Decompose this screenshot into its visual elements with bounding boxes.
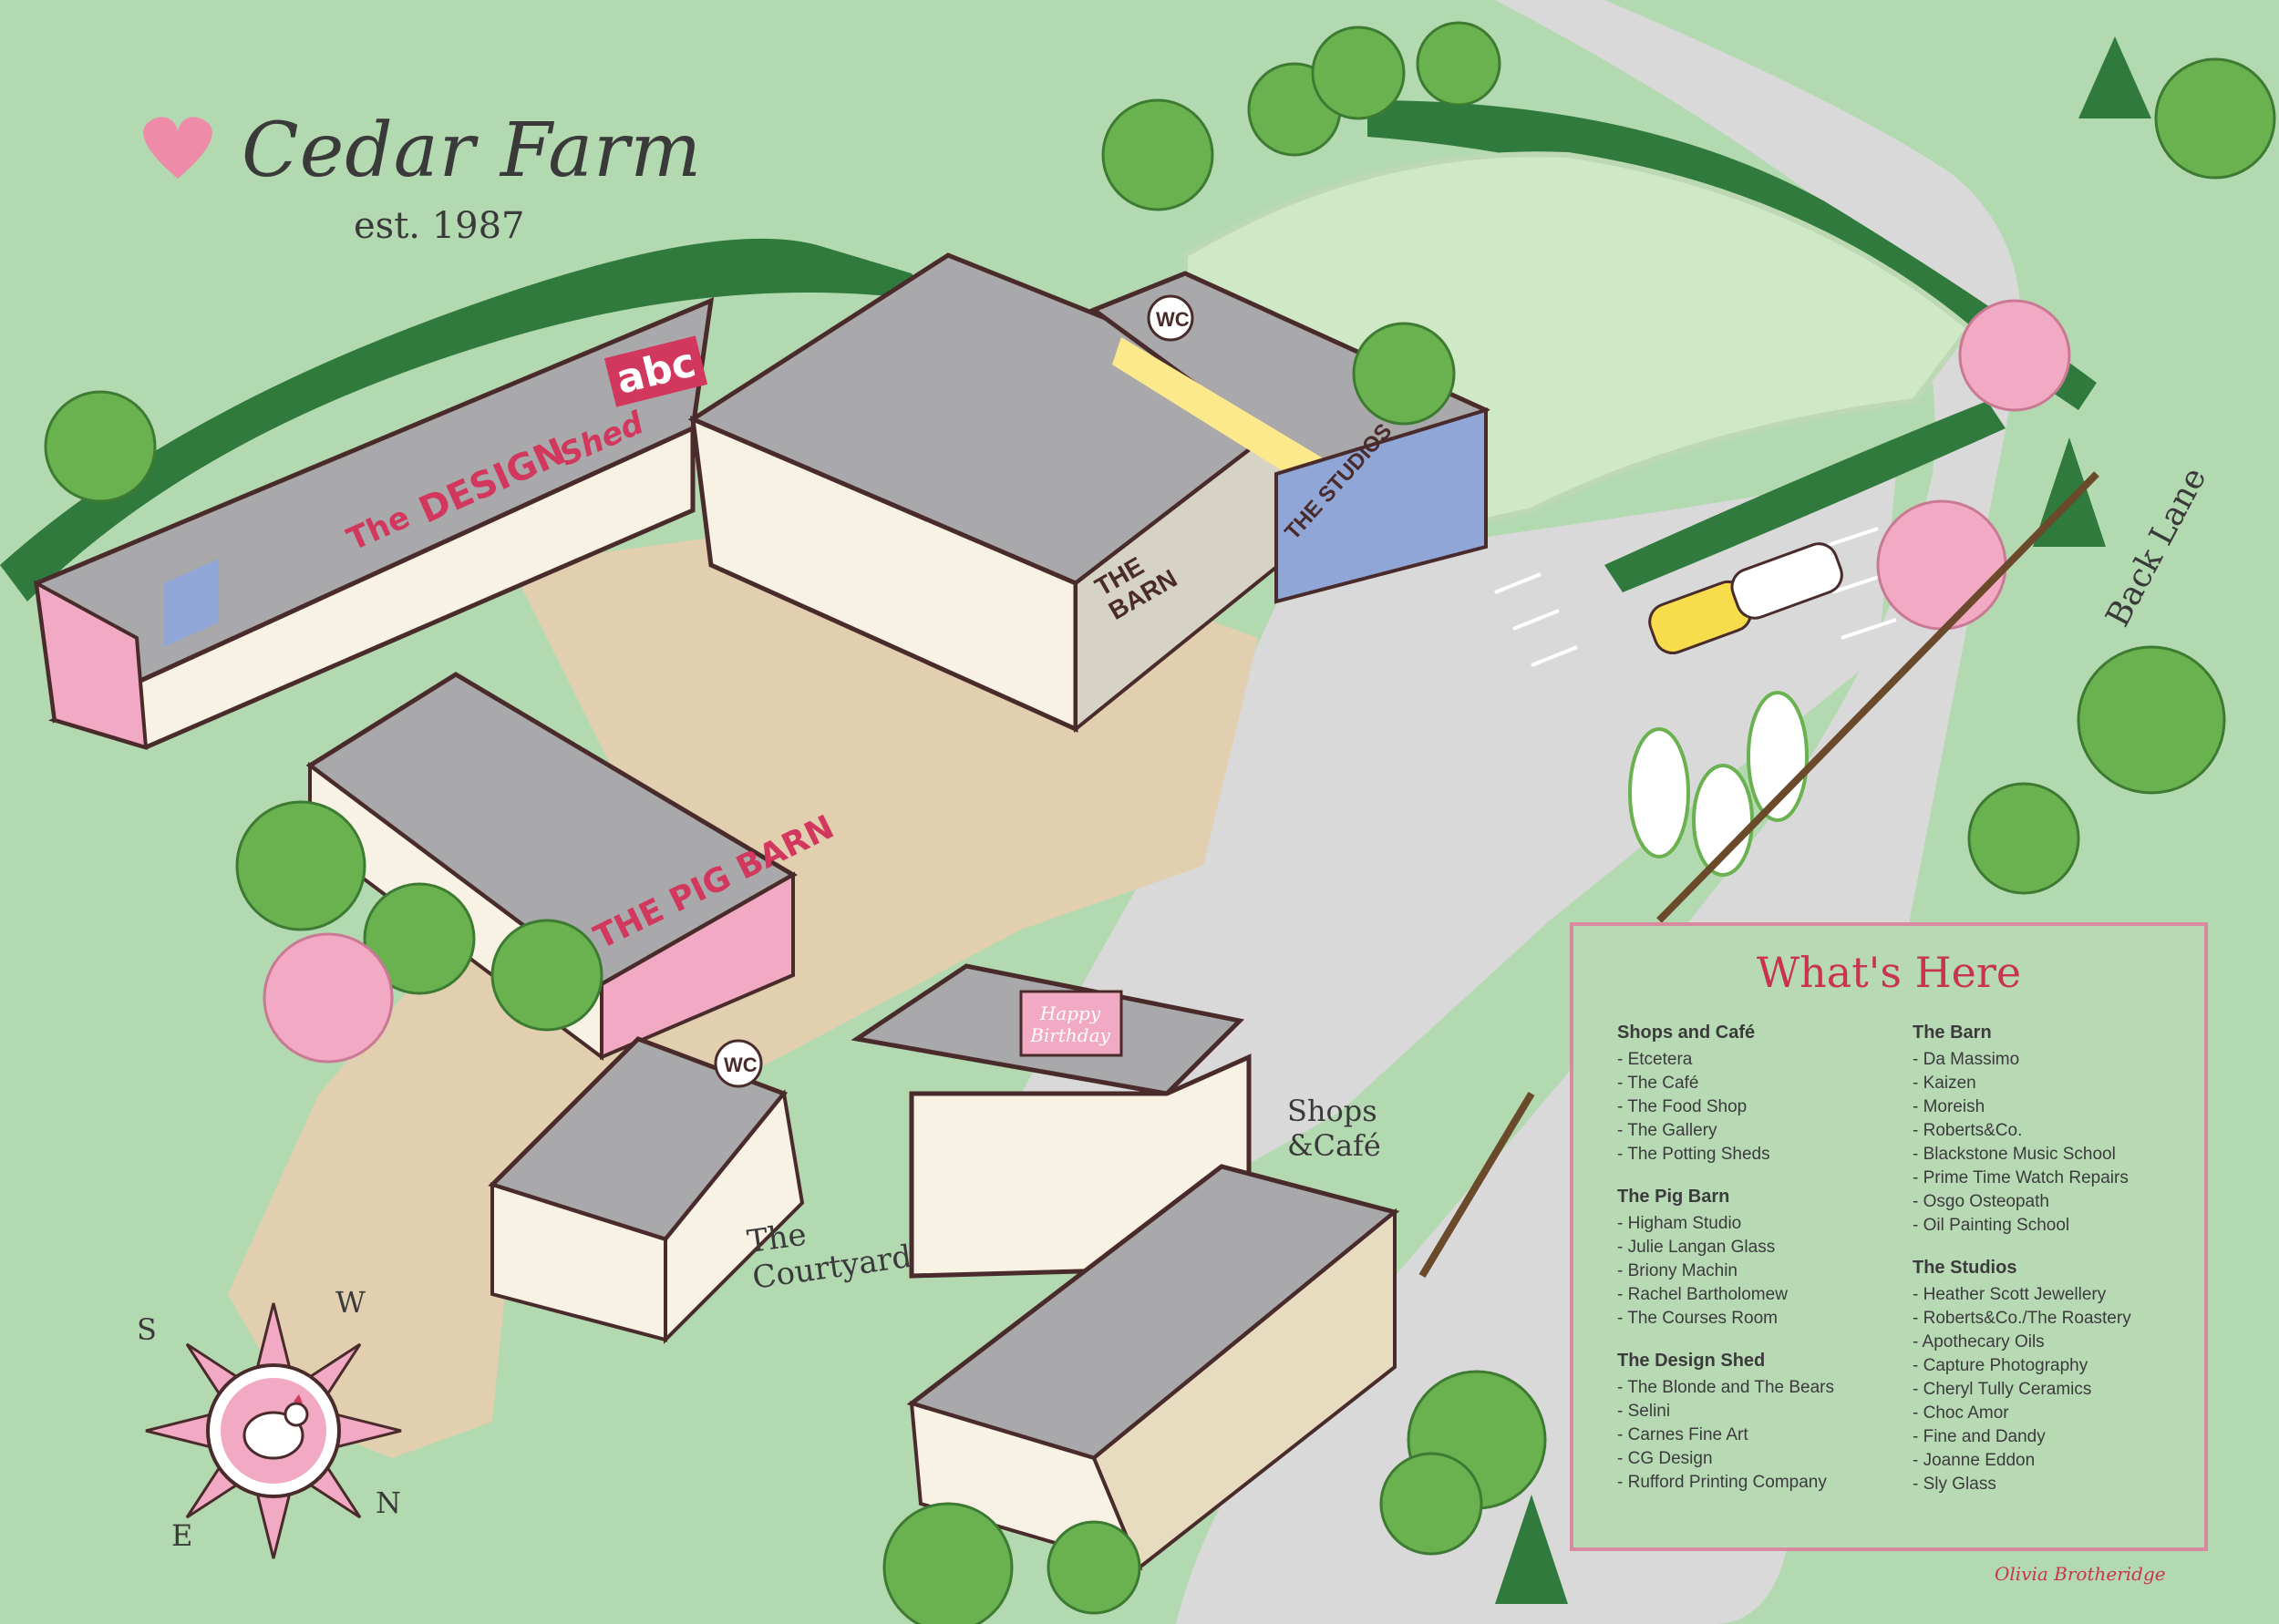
legend-item: - Etcetera [1617,1050,1693,1069]
legend-item: - The Gallery [1617,1121,1717,1140]
legend-group: The Design Shed - The Blonde and The Bea… [1617,1351,1909,1495]
legend-item: - The Potting Sheds [1617,1145,1770,1164]
legend-item: - Da Massimo [1913,1050,2020,1069]
birthday-sign: Happy Birthday [1030,1002,1110,1046]
parked-cars [1648,542,1843,654]
legend-item: - Rufford Printing Company [1617,1473,1827,1492]
legend-title: What's Here [1756,948,2022,997]
wc-sign-barn [1147,294,1194,342]
trees [44,21,2276,1624]
legend-item: - Blackstone Music School [1913,1145,2116,1164]
legend-item: - Joanne Eddon [1913,1451,2036,1470]
legend-group-heading: The Studios [1913,1258,2017,1278]
wc-label-barn: WC [1156,308,1190,331]
legend-item: - The Café [1617,1074,1699,1093]
shops-cafe-label: Shops &Café [1287,1094,1381,1163]
legend-item: - Capture Photography [1913,1356,2088,1375]
legend-group: Shops and Café - Etcetera - The Café - T… [1617,1023,1909,1167]
legend-item: - Higham Studio [1617,1214,1742,1233]
legend-item: - Oil Painting School [1913,1216,2070,1235]
legend-item: - Heather Scott Jewellery [1913,1285,2107,1304]
legend-item: - Cheryl Tully Ceramics [1913,1380,2092,1399]
legend-item: - Carnes Fine Art [1617,1425,1748,1444]
legend-item: - Osgo Osteopath [1913,1192,2049,1211]
compass-rose-icon [145,1302,402,1559]
legend-item: - Roberts&Co./The Roastery [1913,1309,2131,1328]
legend-item: - Apothecary Oils [1913,1332,2045,1352]
legend-item: - Fine and Dandy [1913,1427,2046,1446]
compass-north: N [376,1485,401,1520]
legend-item: - The Courses Room [1617,1309,1778,1328]
heart-icon [143,117,212,179]
legend-item: - The Food Shop [1617,1097,1748,1116]
design-shed-building [34,296,715,750]
legend-item: - The Blonde and The Bears [1617,1378,1835,1397]
legend-group-heading: Shops and Café [1617,1023,1756,1043]
legend-item: - Rachel Bartholomew [1617,1285,1788,1304]
chicken-icon [242,1394,309,1460]
legend-group-heading: The Design Shed [1617,1351,1766,1371]
legend-column-left: Shops and Café - Etcetera - The Café - T… [1617,1023,1909,1515]
legend-item: - Briony Machin [1617,1261,1738,1280]
legend-item: - CG Design [1617,1449,1713,1468]
page-title: Cedar Farm [242,108,703,194]
hedge-north [0,238,930,601]
legend-item: - Selini [1617,1402,1671,1421]
legend-panel: What's Here Shops and Café - Etcetera - … [1570,922,2208,1551]
studios-building [1088,271,1490,604]
legend-item: - Julie Langan Glass [1617,1238,1776,1257]
compass-west: W [335,1285,366,1320]
legend-item: - Prime Time Watch Repairs [1913,1168,2129,1187]
legend-group: The Barn - Da Massimo - Kaizen - Moreish… [1913,1023,2204,1238]
wc-label-cottage: WC [724,1054,758,1076]
compass-south: S [137,1312,157,1347]
legend-item: - Roberts&Co. [1913,1121,2023,1140]
legend-group-heading: The Barn [1913,1023,1992,1043]
legend-item: - Sly Glass [1913,1475,1996,1494]
hedge-paddock [1604,401,2006,592]
legend-column-right: The Barn - Da Massimo - Kaizen - Moreish… [1913,1023,2204,1516]
barn-building [687,252,1318,734]
legend-group-heading: The Pig Barn [1617,1187,1730,1207]
wc-building [488,1036,805,1344]
legend-group: The Studios - Heather Scott Jewellery - … [1913,1258,2204,1496]
established-date: est. 1987 [354,205,525,247]
legend-group: The Pig Barn - Higham Studio - Julie Lan… [1617,1187,1909,1331]
artist-signature: Olivia Brotheridge [1995,1563,2166,1585]
lane-fence-lower [1418,1091,1535,1279]
legend-item: - Choc Amor [1913,1403,2009,1423]
legend-item: - Kaizen [1913,1074,1976,1093]
legend-item: - Moreish [1913,1097,1985,1116]
lane-fence [1656,471,2099,923]
hedge-east [1367,100,2097,410]
compass-east: E [171,1518,193,1553]
